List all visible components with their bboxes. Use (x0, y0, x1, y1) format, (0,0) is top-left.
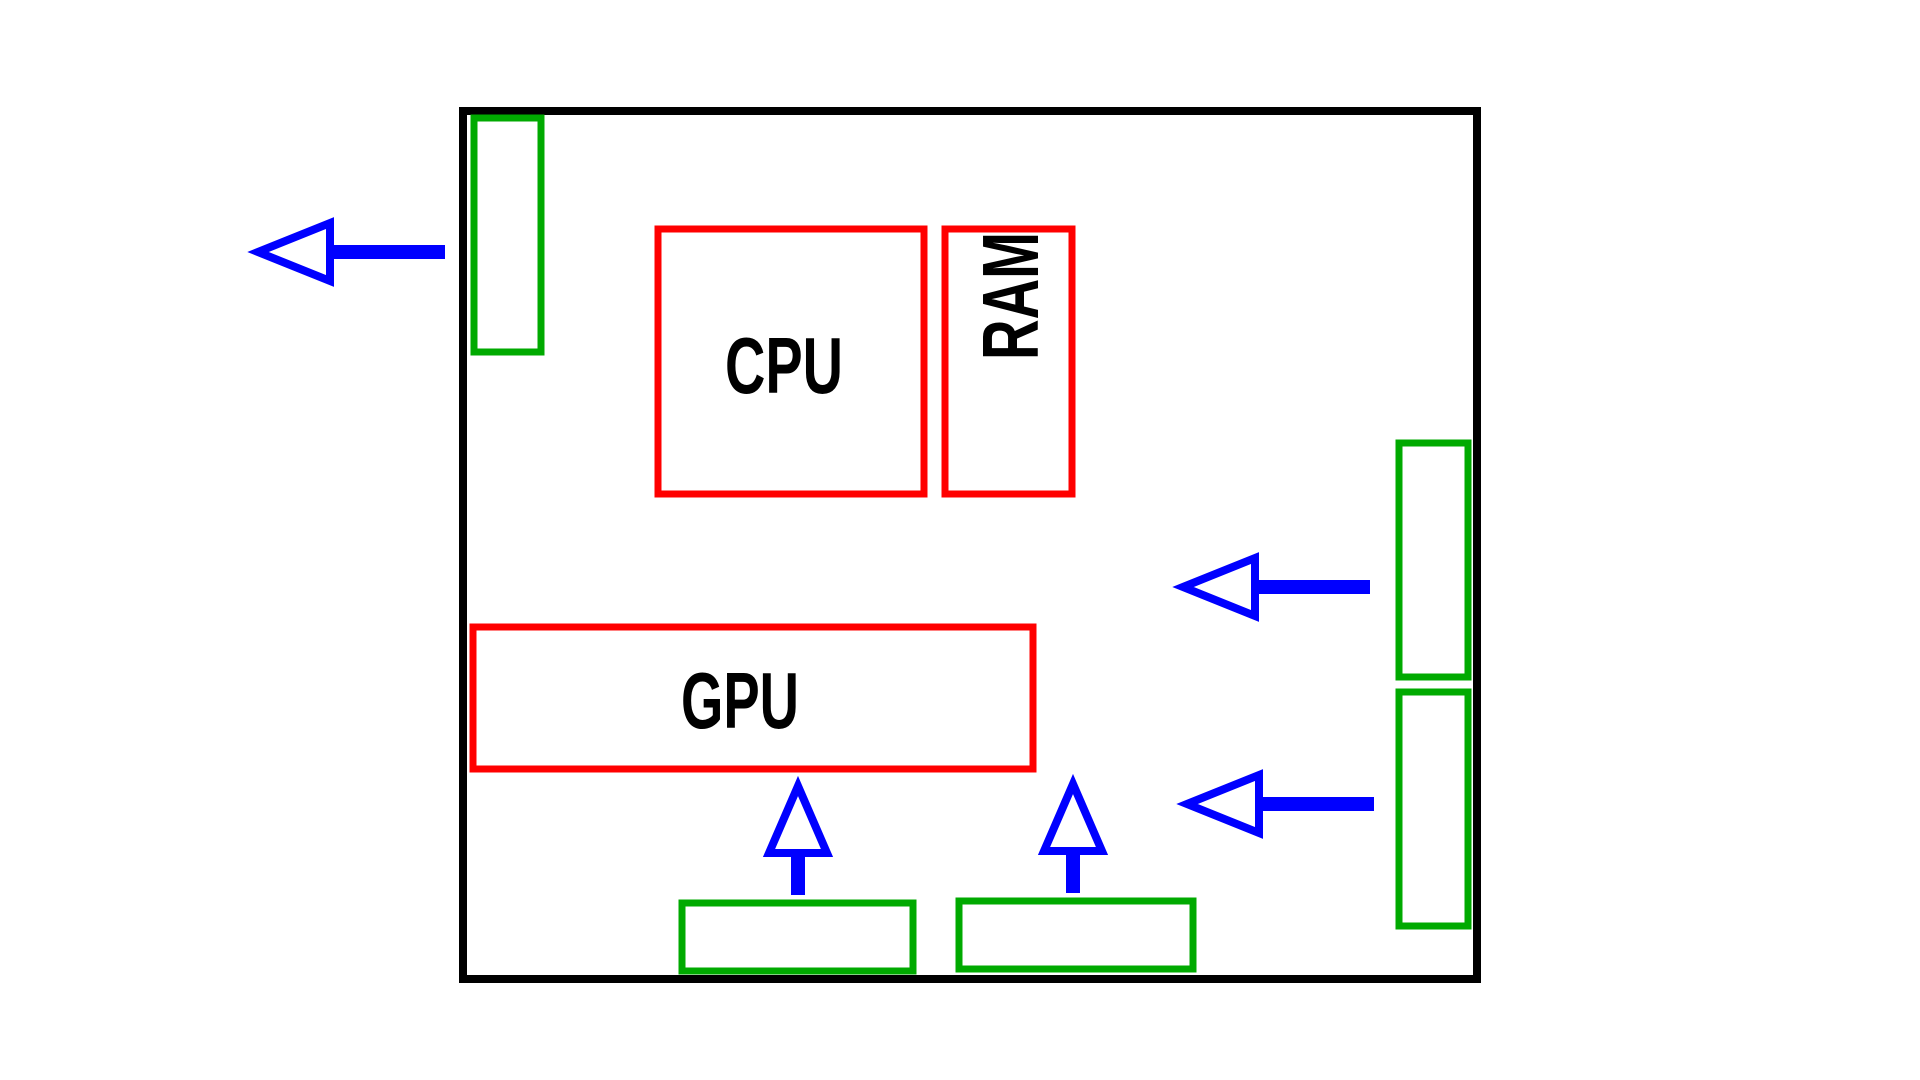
arrow-intake-right-upper (1172, 552, 1370, 622)
fan-intake-right-upper (1395, 439, 1472, 681)
cpu-label: CPU (725, 321, 843, 410)
case-outline (459, 107, 1481, 983)
arrow-intake-right-lower (1176, 769, 1374, 839)
gpu-label: GPU (681, 656, 799, 745)
arrow-intake-bottom-right (1037, 773, 1109, 893)
fan-intake-right-lower (1395, 688, 1472, 930)
ram-block: RAM (941, 225, 1076, 498)
fan-intake-bottom-right (955, 897, 1197, 973)
arrow-intake-bottom-left (762, 775, 834, 895)
arrow-exhaust-left (247, 217, 445, 287)
fan-intake-bottom-left (678, 899, 917, 975)
fan-exhaust-top-left (470, 114, 545, 356)
gpu-block: GPU (469, 623, 1037, 773)
ram-label: RAM (966, 232, 1055, 360)
cpu-block: CPU (654, 225, 928, 498)
